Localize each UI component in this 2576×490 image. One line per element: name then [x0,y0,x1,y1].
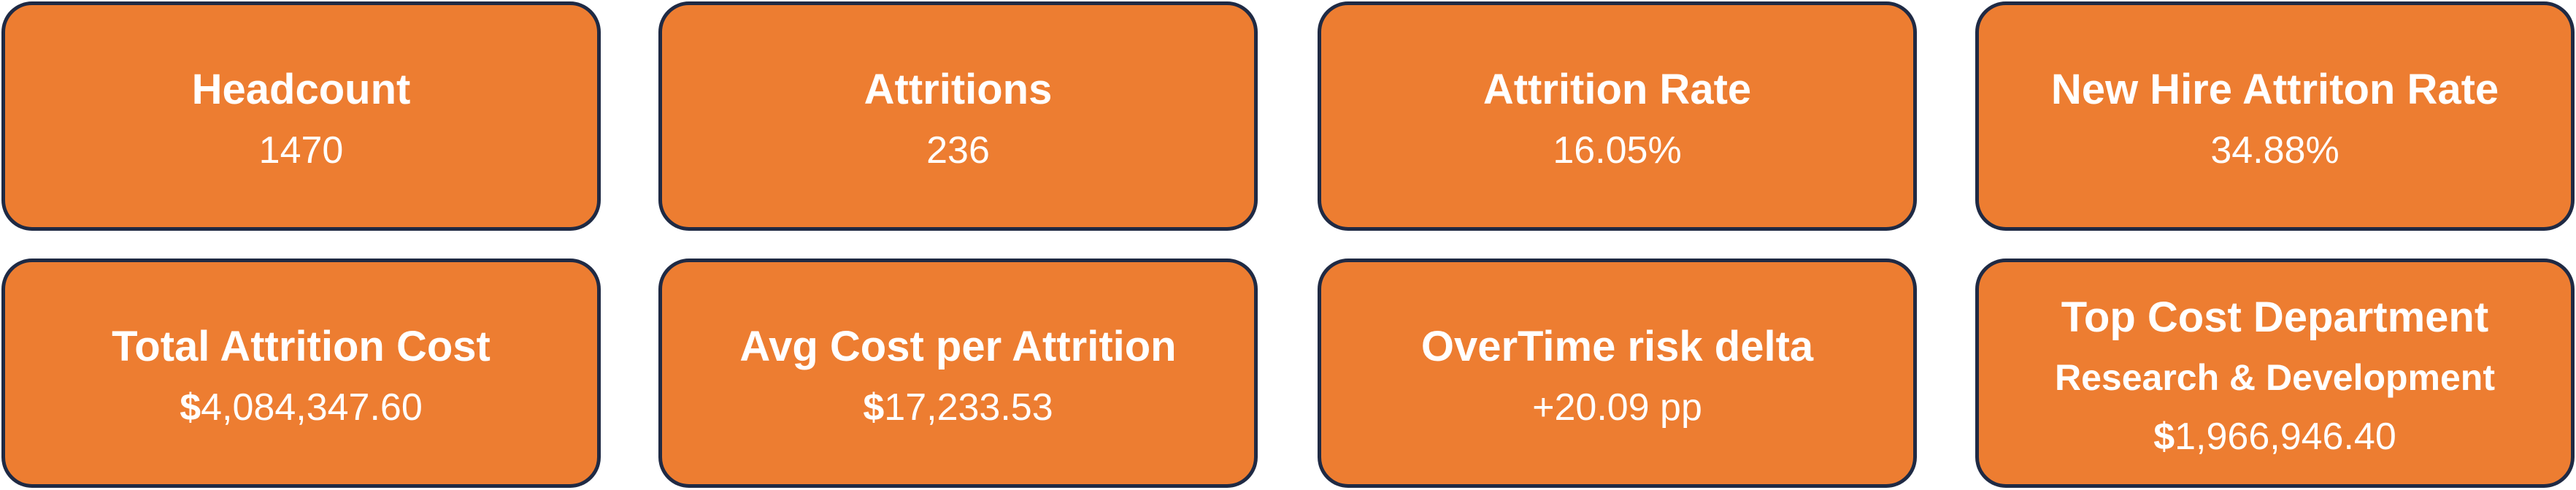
kpi-amount: 1,966,946.40 [2175,416,2396,458]
kpi-title: Headcount [191,66,411,113]
kpi-card-attrition-rate: Attrition Rate 16.05% [1318,1,1917,231]
kpi-title: Attrition Rate [1483,66,1752,113]
kpi-title: Attritions [864,66,1053,113]
kpi-value: $1,966,946.40 [1979,416,2571,458]
kpi-title: Top Cost Department [2061,294,2489,341]
kpi-value: +20.09 pp [1532,386,1702,429]
currency-symbol: $ [2153,416,2175,458]
kpi-title: New Hire Attriton Rate [2050,66,2499,113]
kpi-card-total-attrition-cost: Total Attrition Cost $4,084,347.60 [1,259,601,488]
kpi-amount: 17,233.53 [884,386,1053,429]
kpi-card-overtime-risk-delta: OverTime risk delta +20.09 pp [1318,259,1917,488]
kpi-title: Total Attrition Cost [112,323,491,370]
currency-symbol: $ [180,386,201,429]
kpi-value: 236 [926,129,990,172]
kpi-value: 1470 [258,129,344,172]
kpi-value: $4,084,347.60 [5,386,597,429]
kpi-amount: 4,084,347.60 [201,386,423,429]
kpi-card-headcount: Headcount 1470 [1,1,601,231]
kpi-value: 16.05% [1553,129,1682,172]
kpi-card-avg-cost-per-attrition: Avg Cost per Attrition $17,233.53 [658,259,1258,488]
currency-symbol: $ [863,386,885,429]
kpi-card-new-hire-attrition-rate: New Hire Attriton Rate 34.88% [1975,1,2575,231]
kpi-card-attritions: Attritions 236 [658,1,1258,231]
kpi-department-name: Research & Development [2054,357,2495,398]
kpi-card-top-cost-department: Top Cost Department Research & Developme… [1975,259,2575,488]
kpi-title: OverTime risk delta [1420,323,1814,370]
kpi-value: $17,233.53 [662,386,1254,429]
kpi-value: 34.88% [2210,129,2339,172]
kpi-title: Avg Cost per Attrition [739,323,1177,370]
